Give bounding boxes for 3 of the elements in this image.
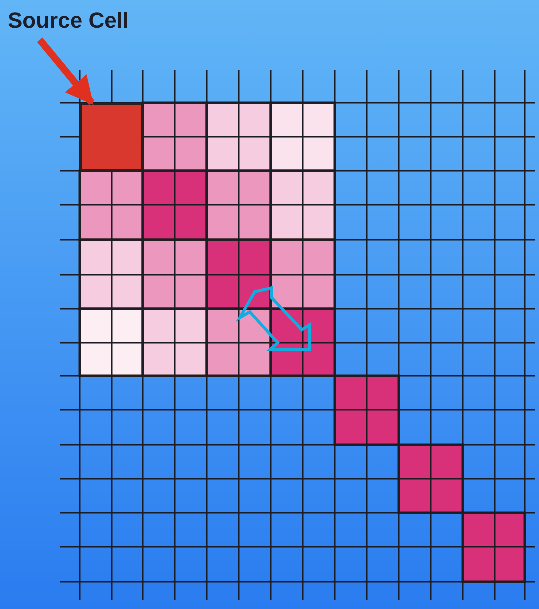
- arrow: [37, 38, 95, 106]
- source-cell: [80, 103, 143, 171]
- cell-label: Source Cell: [8, 8, 130, 34]
